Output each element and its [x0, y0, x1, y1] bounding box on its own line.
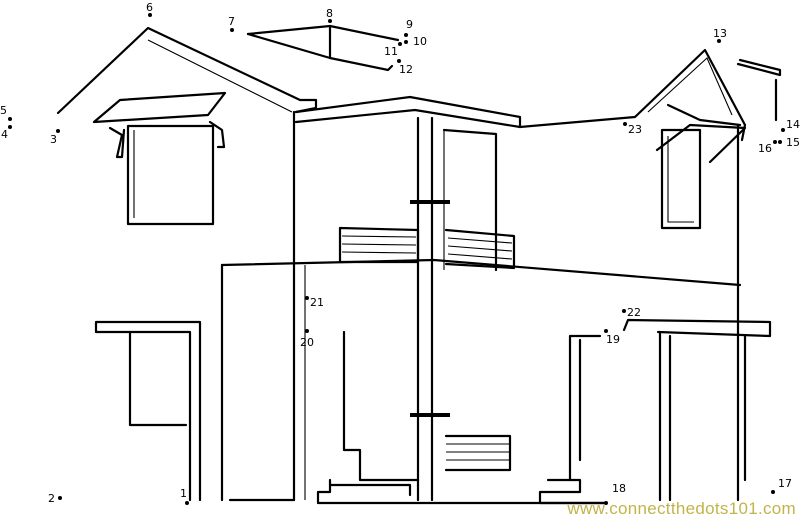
dot-16 — [773, 140, 777, 144]
dot-11 — [398, 42, 402, 46]
dot-22 — [622, 309, 626, 313]
dot-18 — [604, 501, 608, 505]
dot-label-5: 5 — [0, 104, 7, 117]
dot-label-19: 19 — [606, 333, 620, 346]
dot-21 — [305, 296, 309, 300]
dot-2 — [58, 496, 62, 500]
dot-label-13: 13 — [713, 27, 727, 40]
dot-label-7: 7 — [228, 15, 235, 28]
dot-15 — [778, 140, 782, 144]
dot-12 — [397, 59, 401, 63]
dot-label-20: 20 — [300, 336, 314, 349]
dot-14 — [781, 128, 785, 132]
dot-label-6: 6 — [146, 1, 153, 14]
dot-3 — [56, 129, 60, 133]
dot-label-16: 16 — [758, 142, 772, 155]
dot-label-18: 18 — [612, 482, 626, 495]
dot-label-8: 8 — [326, 7, 333, 20]
watermark: www.connectthedots101.com — [567, 499, 796, 518]
dot-17 — [771, 490, 775, 494]
dot-label-22: 22 — [627, 306, 641, 319]
dot-label-21: 21 — [310, 296, 324, 309]
dot-7 — [230, 28, 234, 32]
dot-6 — [148, 13, 152, 17]
dot-label-9: 9 — [406, 18, 413, 31]
dot-label-2: 2 — [48, 492, 55, 505]
dot-label-1: 1 — [180, 487, 187, 500]
dot-label-15: 15 — [786, 136, 800, 149]
dot-label-11: 11 — [384, 45, 398, 58]
dot-label-17: 17 — [778, 477, 792, 490]
dot-label-12: 12 — [399, 63, 413, 76]
dot-13 — [717, 39, 721, 43]
dot-23 — [623, 122, 627, 126]
dot-19 — [604, 329, 608, 333]
dot-label-10: 10 — [413, 35, 427, 48]
house-outline — [56, 24, 782, 505]
dot-10 — [404, 40, 408, 44]
dot-4 — [8, 125, 12, 129]
dot-8 — [328, 19, 332, 23]
dot-label-14: 14 — [786, 118, 800, 131]
dot-5 — [8, 117, 12, 121]
dot-label-4: 4 — [1, 128, 8, 141]
dot-label-3: 3 — [50, 133, 57, 146]
dot-label-23: 23 — [628, 123, 642, 136]
dot-20 — [305, 329, 309, 333]
dot-9 — [404, 33, 408, 37]
dot-1 — [185, 501, 189, 505]
